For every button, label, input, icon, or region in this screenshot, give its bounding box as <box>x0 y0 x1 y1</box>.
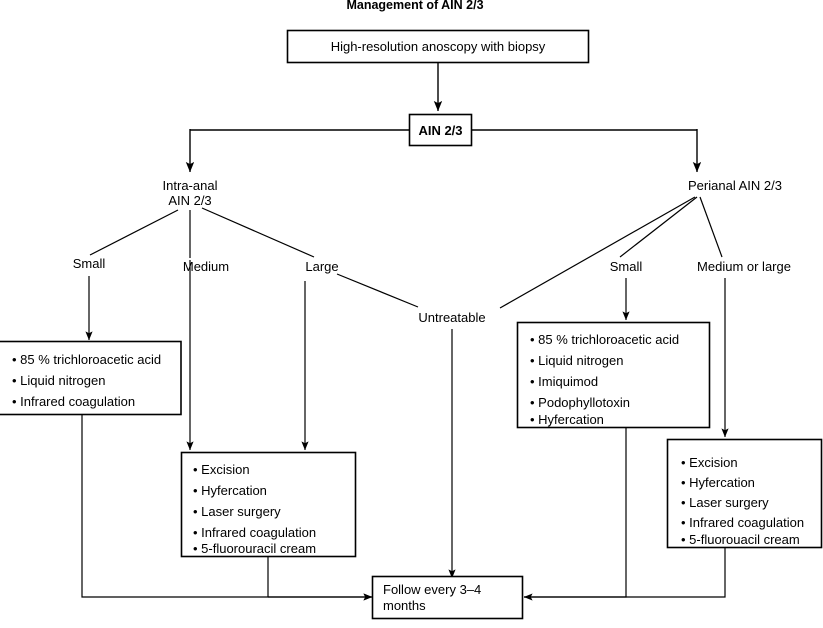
branch-label-perianal-small: Small <box>610 259 643 274</box>
list-item: • Hyfercation <box>681 475 755 490</box>
edge-perianal-medium-large-box-to-follow <box>524 547 726 598</box>
list-item: • Excision <box>681 455 738 470</box>
list-item: • Infrared coagulation <box>193 525 316 540</box>
list-item: • Podophyllotoxin <box>530 395 630 410</box>
edge-perianal-to-medium-large <box>699 196 723 258</box>
ain-box-label: AIN 2/3 <box>418 123 462 138</box>
list-item: • Laser surgery <box>193 504 281 519</box>
intra-anal-medium-large-treatments-box: • Excision • Hyfercation • Laser surgery… <box>180 451 357 558</box>
list-item: • Hyfercation <box>193 483 267 498</box>
untreatable-node-label: Untreatable <box>418 310 485 325</box>
perianal-node-label: Perianal AIN 2/3 <box>688 178 782 193</box>
intra-anal-node: Intra-anal AIN 2/3 <box>163 178 218 208</box>
ain-box: AIN 2/3 <box>408 113 473 147</box>
anoscopy-box: High-resolution anoscopy with biopsy <box>286 29 590 64</box>
list-item: • 85 % trichloroacetic acid <box>530 332 679 347</box>
anoscopy-box-label: High-resolution anoscopy with biopsy <box>331 39 546 54</box>
list-item: • 5-fluorouracil cream <box>193 541 316 556</box>
list-item: • 5-fluorouacil cream <box>681 532 800 547</box>
list-item: • Laser surgery <box>681 495 769 510</box>
page-title: Management of AIN 2/3 <box>346 0 483 12</box>
branch-label-intra-small: Small <box>73 256 106 271</box>
list-item: • Infrared coagulation <box>12 394 135 409</box>
edge-large-to-untreatable <box>336 273 419 308</box>
intra-anal-small-treatments-box: • 85 % trichloroacetic acid • Liquid nit… <box>0 340 182 416</box>
list-item: • Hyfercation <box>530 412 604 427</box>
list-item: • Liquid nitrogen <box>530 353 623 368</box>
list-item: • Liquid nitrogen <box>12 373 105 388</box>
branch-label-intra-medium: Medium <box>183 259 229 274</box>
perianal-small-treatment-list: • 85 % trichloroacetic acid • Liquid nit… <box>530 332 679 427</box>
list-item: • 85 % trichloroacetic acid <box>12 352 161 367</box>
perianal-small-treatments-box: • 85 % trichloroacetic acid • Liquid nit… <box>516 321 711 429</box>
edge-perianal-to-small <box>619 196 698 258</box>
follow-up-label-line2: months <box>383 598 426 613</box>
intra-anal-label-line2: AIN 2/3 <box>168 193 211 208</box>
perianal-medium-large-treatment-list: • Excision • Hyfercation • Laser surgery… <box>681 455 804 547</box>
intra-anal-small-treatment-list: • 85 % trichloroacetic acid • Liquid nit… <box>12 352 161 409</box>
edge-perianal-small-box-to-follow <box>523 427 627 601</box>
perianal-medium-large-treatments-box: • Excision • Hyfercation • Laser surgery… <box>666 438 823 549</box>
branch-label-perianal-medium-large: Medium or large <box>697 259 791 274</box>
branch-label-intra-large: Large <box>305 259 338 274</box>
edge-perianal-to-untreatable <box>499 196 696 309</box>
edge-intra-to-large <box>201 207 315 258</box>
edge-intra-to-small <box>89 209 179 256</box>
follow-up-box: Follow every 3–4 months <box>371 575 524 620</box>
list-item: • Infrared coagulation <box>681 515 804 530</box>
intra-anal-medium-large-treatment-list: • Excision • Hyfercation • Laser surgery… <box>193 462 316 556</box>
intra-anal-label-line1: Intra-anal <box>163 178 218 193</box>
follow-up-label-line1: Follow every 3–4 <box>383 582 481 597</box>
list-item: • Excision <box>193 462 250 477</box>
list-item: • Imiquimod <box>530 374 598 389</box>
